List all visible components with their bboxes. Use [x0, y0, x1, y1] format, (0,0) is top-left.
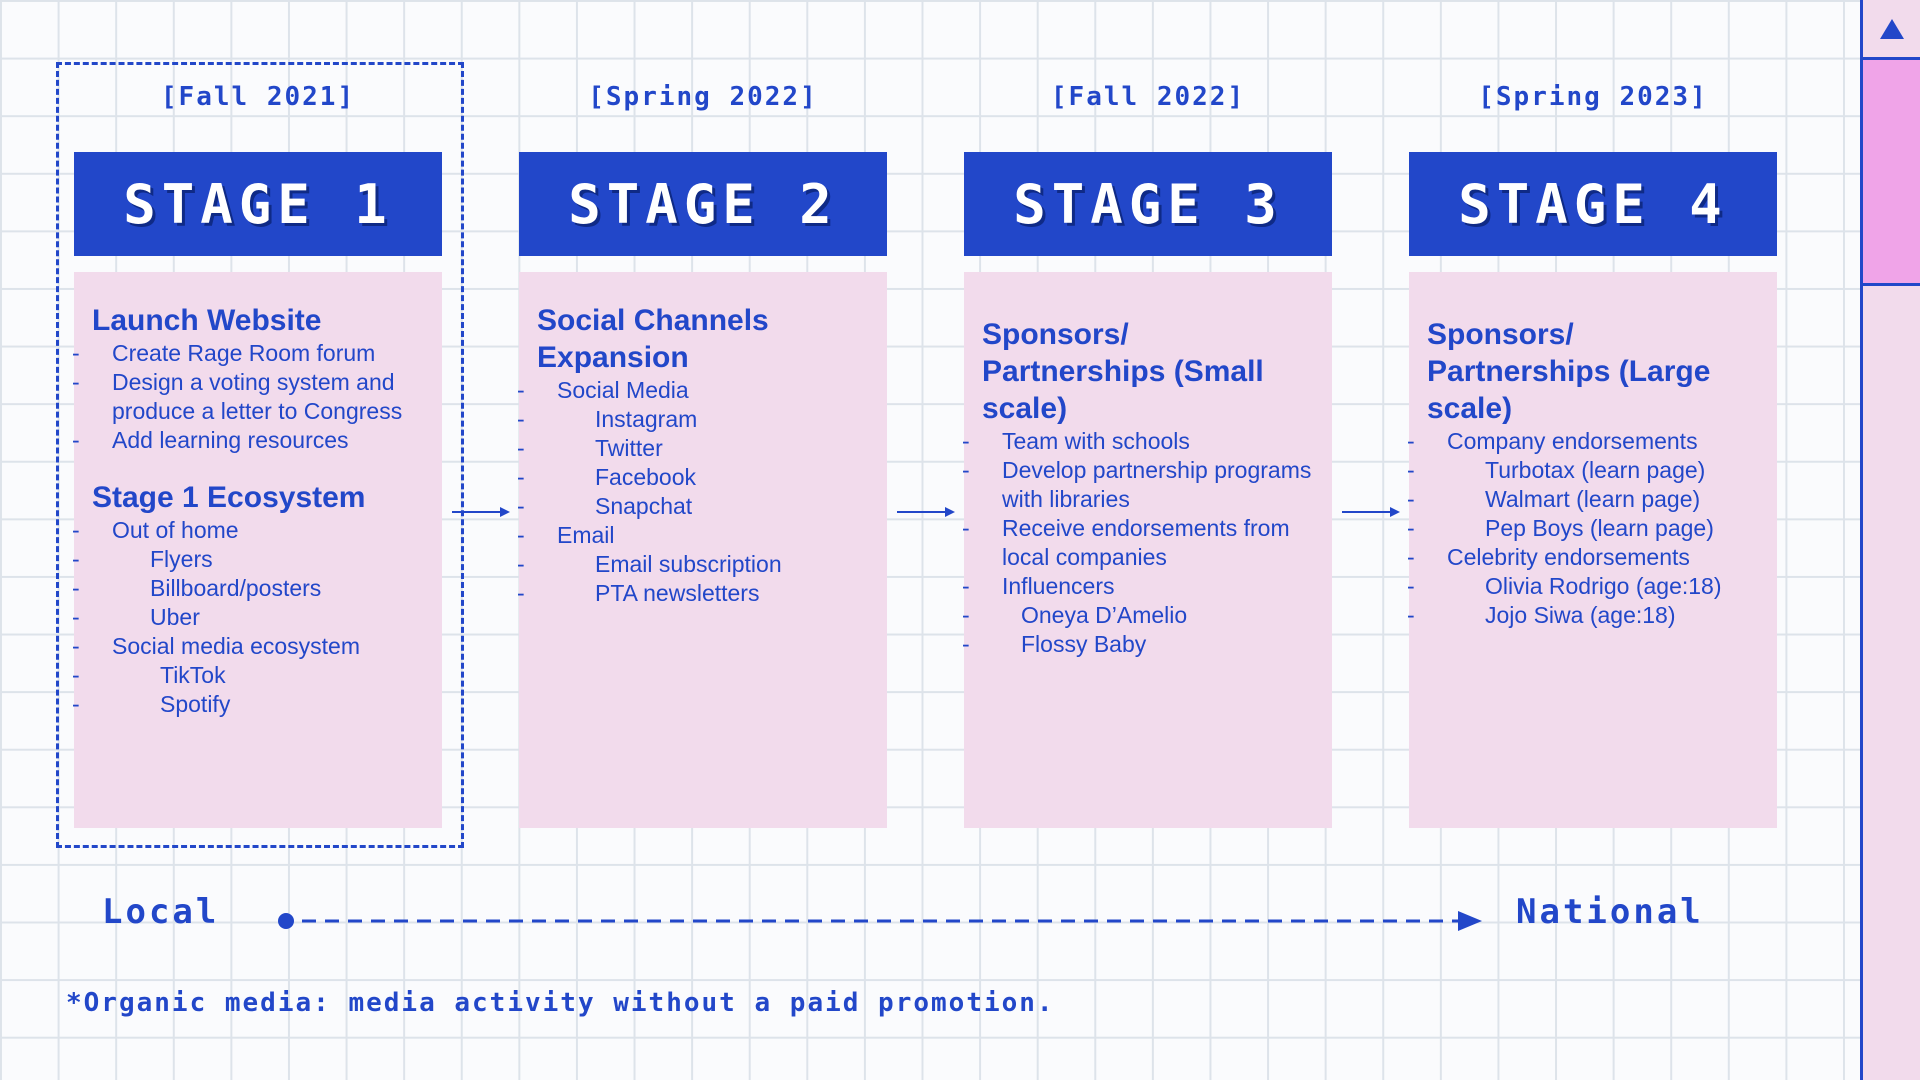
list-item: Influencers — [962, 572, 1314, 601]
section-title: Launch Website — [92, 304, 322, 337]
list-item: Email — [517, 521, 869, 550]
scroll-up-button[interactable] — [1863, 0, 1920, 60]
list-item: Design a voting system and produce a let… — [72, 368, 424, 426]
scale-end-label: National — [1516, 892, 1704, 932]
arrow-right-icon — [1342, 507, 1400, 517]
stage-1-period: [Fall 2021] — [160, 82, 356, 112]
list-item: PTA newsletters — [517, 579, 869, 608]
list-item: Billboard/posters — [72, 574, 424, 603]
stage-1-card: Launch Website Create Rage Room forum De… — [72, 272, 442, 828]
stage-4-header: STAGE 4 — [1409, 152, 1777, 256]
list-item: Turbotax (learn page) — [1407, 456, 1759, 485]
footnote: *Organic media: media activity without a… — [66, 988, 1055, 1018]
scale-start-label: Local — [102, 892, 220, 932]
stage-4-card: Sponsors/ Partnerships (Large scale) Com… — [1407, 272, 1777, 828]
stage-2-card: Social Channels Expansion Social Media I… — [517, 272, 887, 828]
section-title: Sponsors/ Partnerships (Large scale) — [1427, 318, 1711, 425]
list-item: Jojo Siwa (age:18) — [1407, 601, 1759, 630]
list-item: Twitter — [517, 434, 869, 463]
list-item: Instagram — [517, 405, 869, 434]
stage-2-header: STAGE 2 — [519, 152, 887, 256]
item-list: Out of home Flyers Billboard/posters Ube… — [72, 516, 424, 719]
section-title: Social Channels Expansion — [537, 304, 769, 374]
stage-1-header: STAGE 1 — [74, 152, 442, 256]
item-list: Company endorsements Turbotax (learn pag… — [1407, 427, 1759, 630]
section-title: Stage 1 Ecosystem — [92, 481, 366, 514]
scale-start-dot-icon — [278, 913, 294, 929]
arrow-right-icon — [897, 507, 955, 517]
list-item: Uber — [72, 603, 424, 632]
list-item: Team with schools — [962, 427, 1314, 456]
list-item: Celebrity endorsements — [1407, 543, 1759, 572]
item-list: Team with schools Develop partnership pr… — [962, 427, 1314, 659]
scale-arrow — [278, 911, 1482, 931]
list-item: Flyers — [72, 545, 424, 574]
stage-3-header: STAGE 3 — [964, 152, 1332, 256]
scrollbar[interactable] — [1860, 0, 1920, 1080]
list-item: Flossy Baby — [962, 630, 1314, 659]
scrollbar-thumb[interactable] — [1863, 60, 1920, 286]
section-title: Sponsors/ Partnerships (Small scale) — [982, 318, 1264, 425]
stage-1-highlight-frame — [56, 62, 464, 848]
triangle-up-icon — [1879, 18, 1904, 39]
list-item: Walmart (learn page) — [1407, 485, 1759, 514]
stage-3-period: [Fall 2022] — [1050, 82, 1246, 112]
list-item: Snapchat — [517, 492, 869, 521]
scale-arrowhead-icon — [1458, 911, 1482, 931]
list-item: Company endorsements — [1407, 427, 1759, 456]
list-item: Add learning resources — [72, 426, 424, 455]
stage-2-period: [Spring 2022] — [588, 82, 818, 112]
section-gap — [92, 455, 424, 479]
list-item: Facebook — [517, 463, 869, 492]
list-item: Spotify — [72, 690, 424, 719]
list-item: Develop partnership programs with librar… — [962, 456, 1314, 514]
stage-3-card: Sponsors/ Partnerships (Small scale) Tea… — [962, 272, 1332, 828]
list-item: TikTok — [72, 661, 424, 690]
arrow-right-icon — [452, 507, 510, 517]
list-item: Oneya D’Amelio — [962, 601, 1314, 630]
list-item: Receive endorsements from local companie… — [962, 514, 1314, 572]
list-item: Create Rage Room forum — [72, 339, 424, 368]
list-item: Olivia Rodrigo (age:18) — [1407, 572, 1759, 601]
list-item: Email subscription — [517, 550, 869, 579]
stage-4-period: [Spring 2023] — [1478, 82, 1708, 112]
list-item: Social media ecosystem — [72, 632, 424, 661]
list-item: Out of home — [72, 516, 424, 545]
list-item: Pep Boys (learn page) — [1407, 514, 1759, 543]
list-item: Social Media — [517, 376, 869, 405]
item-list: Social Media Instagram Twitter Facebook … — [517, 376, 869, 608]
item-list: Create Rage Room forum Design a voting s… — [72, 339, 424, 455]
